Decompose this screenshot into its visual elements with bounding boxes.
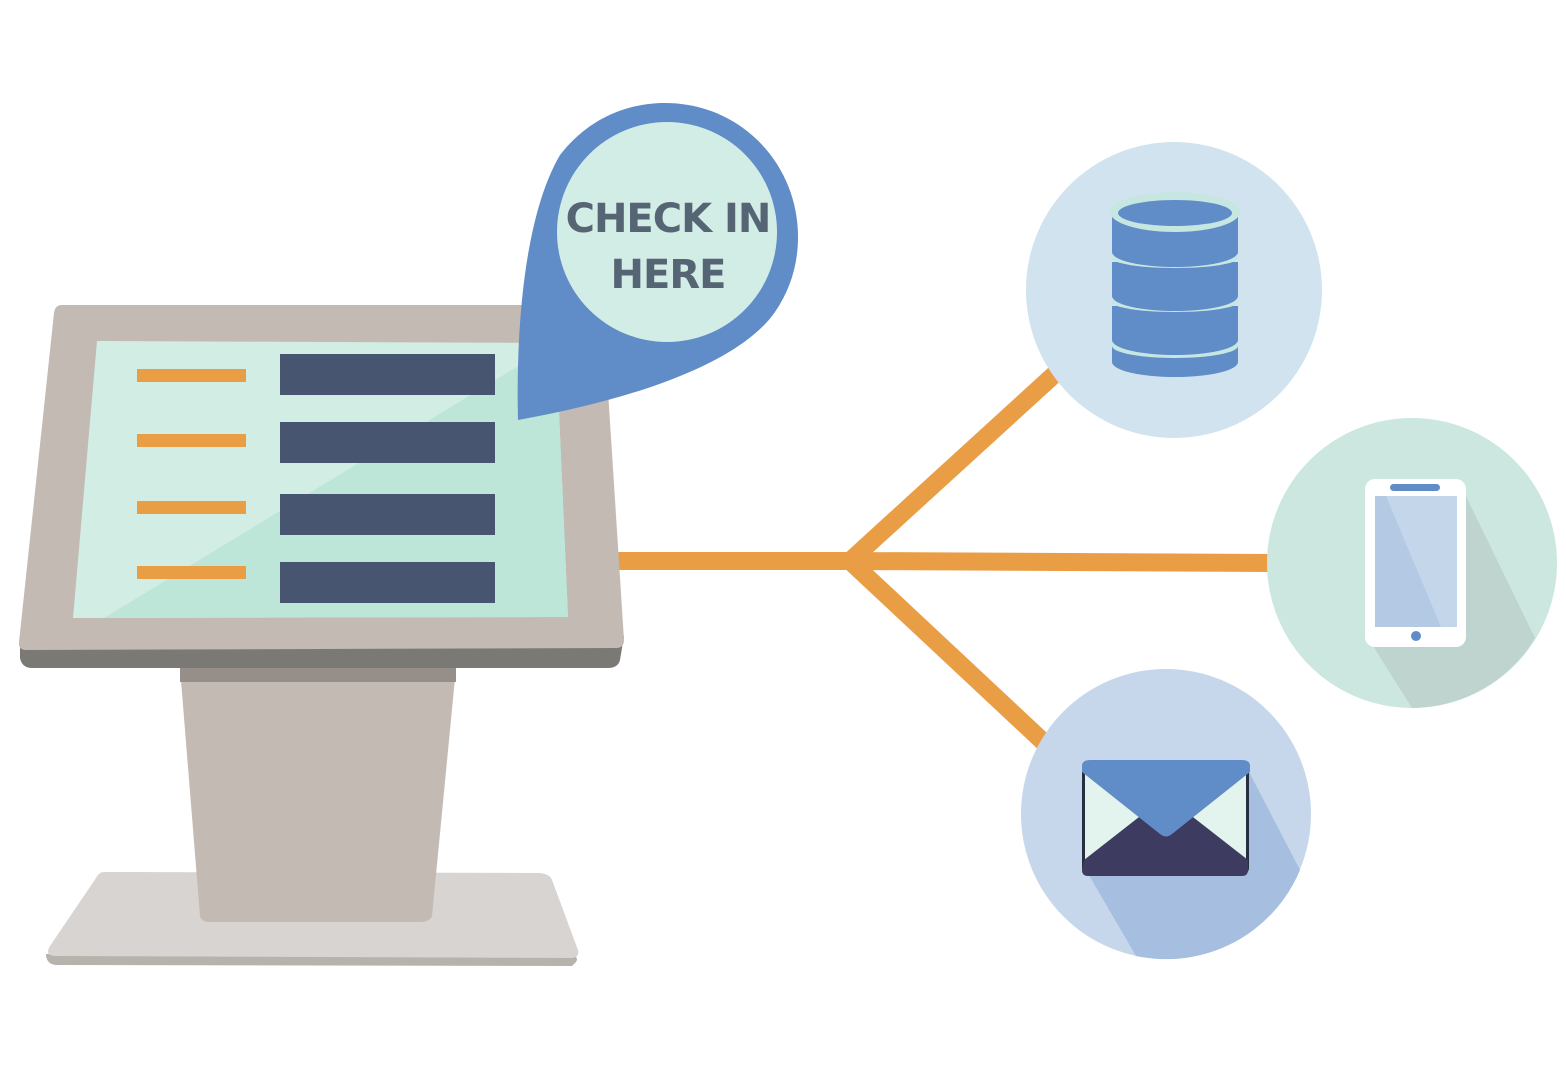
envelope-icon <box>1082 760 1250 876</box>
kiosk-menu-line <box>137 434 246 447</box>
kiosk-screen-glare <box>104 343 568 618</box>
database-icon <box>1110 192 1240 377</box>
phone-node <box>1267 418 1557 708</box>
email-node <box>1021 669 1311 960</box>
connector-hub-database <box>843 355 1075 568</box>
kiosk-illustration <box>18 305 624 966</box>
pin-label-line1: CHECK IN <box>566 196 771 242</box>
kiosk-neck <box>180 664 456 682</box>
kiosk-menu-button <box>280 422 495 463</box>
kiosk-menu-button <box>280 562 495 603</box>
connector-hub-phone <box>849 552 1273 572</box>
kiosk-pedestal <box>180 668 456 922</box>
kiosk-menu-line <box>137 501 246 514</box>
kiosk-menu-line <box>137 369 246 382</box>
kiosk-menu-button <box>280 494 495 535</box>
check-in-pin: CHECK IN HERE <box>517 103 798 420</box>
connector-hub-email <box>843 554 1059 757</box>
kiosk-menu-line <box>137 566 246 579</box>
connector-lines <box>612 355 1273 757</box>
pin-inner-circle <box>557 122 777 342</box>
pin-label-line2: HERE <box>611 252 726 298</box>
smartphone-icon <box>1365 479 1466 647</box>
kiosk-menu-button <box>280 354 495 395</box>
database-node <box>1026 142 1322 438</box>
kiosk-menu <box>137 354 495 603</box>
